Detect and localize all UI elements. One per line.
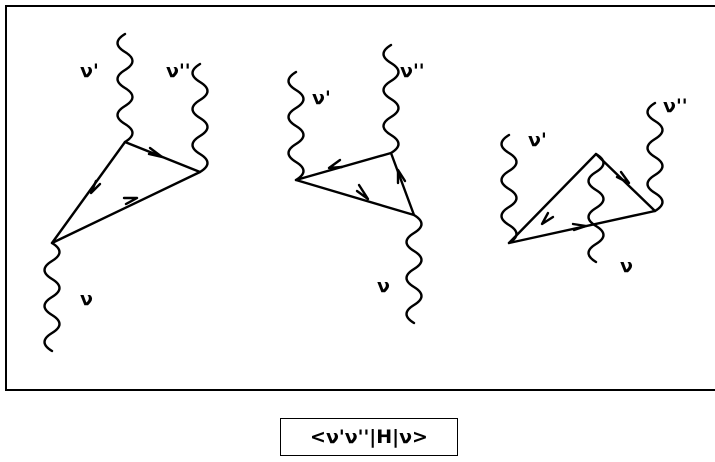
diagram-2-photon-nu xyxy=(405,213,423,325)
arrow-icon xyxy=(89,179,102,195)
diagram-3-photon-nu-prime xyxy=(500,133,518,245)
diagram-3-label-nu: ν xyxy=(620,255,633,277)
diagram-1-photon-nu xyxy=(43,241,61,353)
diagram-3-label-nu-double-prime: ν'' xyxy=(663,95,688,117)
diagram-1-label-nu-prime: ν' xyxy=(80,60,99,82)
diagram-2-arrows xyxy=(327,158,407,201)
arrow-icon xyxy=(540,211,555,226)
diagram-1-label-nu-double-prime: ν'' xyxy=(166,60,191,82)
diagram-2-label-nu: ν xyxy=(377,275,390,297)
arrow-icon xyxy=(122,196,139,206)
diagram-2: ν' ν'' ν xyxy=(287,43,425,325)
arrow-icon xyxy=(355,183,370,201)
diagram-1-photon-nu-double-prime xyxy=(191,62,209,174)
diagram-3-label-nu-prime: ν' xyxy=(528,129,547,151)
caption-text: <ν'ν''|H|ν> xyxy=(310,426,428,448)
matrix-element-caption: <ν'ν''|H|ν> xyxy=(280,418,458,456)
diagram-2-label-nu-prime: ν' xyxy=(312,87,331,109)
diagram-3-photon-nu xyxy=(587,152,605,264)
diagram-2-label-nu-double-prime: ν'' xyxy=(400,60,425,82)
diagram-3-photon-nu-double-prime xyxy=(646,101,664,213)
diagram-1-label-nu: ν xyxy=(80,288,93,310)
diagram-1-arrows xyxy=(89,146,164,206)
diagram-1: ν' ν'' ν xyxy=(43,32,209,353)
diagram-3: ν' ν'' ν xyxy=(500,95,688,277)
diagram-2-photon-nu-prime xyxy=(287,70,305,182)
diagram-3-fermion-triangle xyxy=(507,152,657,245)
diagram-frame xyxy=(5,5,715,391)
diagram-1-fermion-triangle xyxy=(50,140,202,245)
arrow-icon xyxy=(571,222,588,232)
diagram-1-photon-nu-prime xyxy=(116,32,134,144)
arrow-icon xyxy=(327,158,344,170)
diagram-3-arrows xyxy=(540,170,631,232)
diagram-2-photon-nu-double-prime xyxy=(382,43,400,155)
arrow-icon xyxy=(396,168,407,185)
arrow-icon xyxy=(615,170,631,185)
diagram-2-fermion-triangle xyxy=(294,151,416,217)
arrow-icon xyxy=(147,146,164,159)
